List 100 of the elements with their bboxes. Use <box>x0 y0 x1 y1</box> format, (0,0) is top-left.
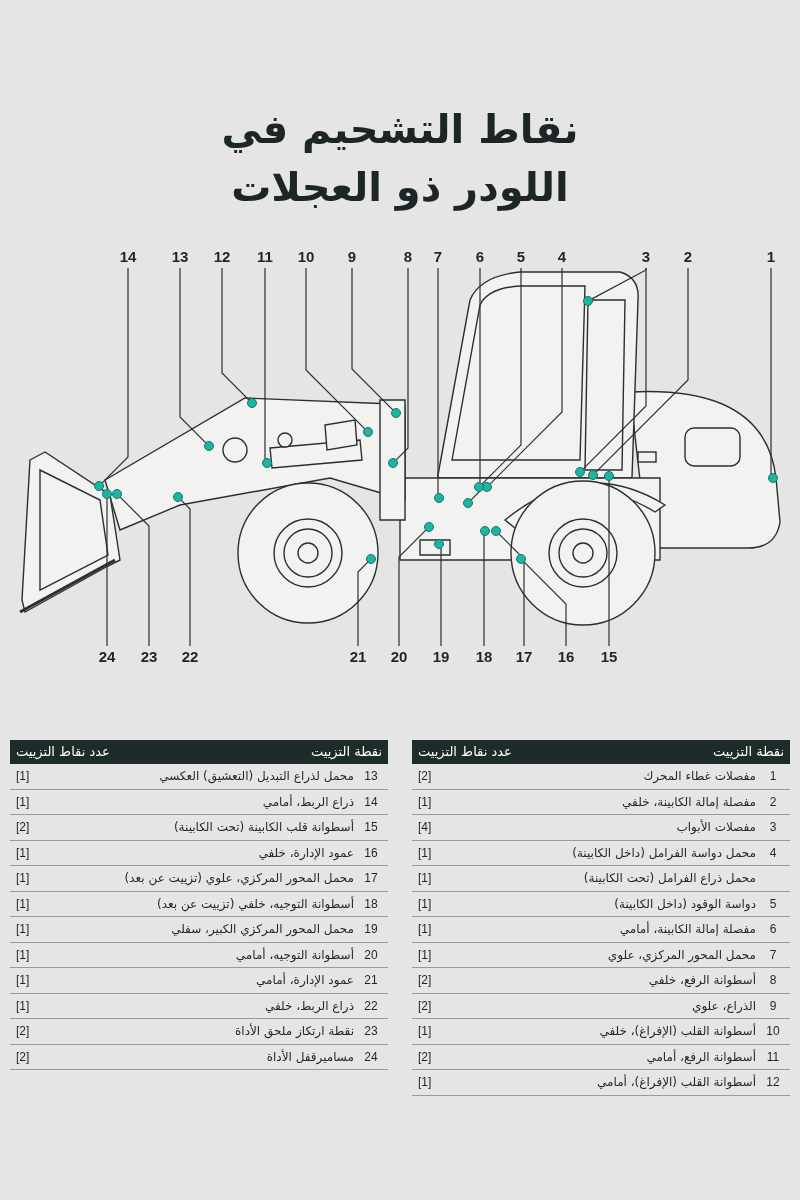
lubrication-point <box>604 471 614 481</box>
lubrication-point <box>366 554 376 564</box>
point-name: أسطوانة القلب (الإفراغ)، خلفي <box>598 1024 756 1039</box>
leader-line <box>101 267 129 484</box>
point-count: [2] <box>15 1049 31 1064</box>
lubrication-point <box>388 458 398 468</box>
point-number: 4 <box>768 845 778 860</box>
point-name: مفصلات غطاء المحرك <box>642 769 756 784</box>
callout-number: 17 <box>509 647 539 667</box>
lubrication-point <box>463 498 473 508</box>
point-name: محمل المحور المركزي، علوي (تزييت عن بعد) <box>123 871 354 886</box>
point-name: نقطة ارتكاز ملحق الأداة <box>234 1024 354 1039</box>
point-name: أسطوانة الرفع، أمامي <box>645 1049 756 1064</box>
point-count: [1] <box>417 1024 433 1039</box>
lubrication-point <box>94 481 104 491</box>
lubrication-point <box>482 482 492 492</box>
lubrication-point <box>474 482 484 492</box>
leader-line <box>351 267 394 411</box>
point-name: محمل لذراع التبديل (التعشيق) العكسي <box>158 769 354 784</box>
callout-number: 6 <box>465 247 495 267</box>
point-number: 10 <box>765 1024 781 1039</box>
point-name: أسطوانة التوجيه، أمامي <box>234 947 354 962</box>
lubrication-point <box>204 441 214 451</box>
column-header: عدد نقاط التزييت <box>418 743 512 761</box>
point-count: [2] <box>417 769 433 784</box>
leader-line <box>357 561 369 647</box>
callout-number: 10 <box>291 247 321 267</box>
callout-number: 12 <box>207 247 237 267</box>
callout-number: 20 <box>384 647 414 667</box>
point-name: ذراع الربط، أمامي <box>261 794 354 809</box>
point-name: أسطوانة التوجيه، خلفي (تزييت عن بعد) <box>155 896 354 911</box>
point-name: عمود الإدارة، أمامي <box>255 973 354 988</box>
point-name: مفصلات الأبواب <box>675 820 756 835</box>
callout-number: 9 <box>337 247 367 267</box>
column-header: نقطة التزييت <box>713 743 784 761</box>
point-count: [2] <box>15 1024 31 1039</box>
point-number: 8 <box>768 973 778 988</box>
lubrication-point <box>102 489 112 499</box>
callout-number: 8 <box>393 247 423 267</box>
callout-number: 22 <box>175 647 205 667</box>
point-count: [2] <box>417 1049 433 1064</box>
callout-number: 21 <box>343 647 373 667</box>
lubrication-point <box>768 473 778 483</box>
column-header: عدد نقاط التزييت <box>16 743 110 761</box>
leader-line <box>481 267 522 485</box>
callout-number: 23 <box>134 647 164 667</box>
point-count: [2] <box>417 973 433 988</box>
leader-line <box>595 267 689 473</box>
point-number: 3 <box>768 820 778 835</box>
point-name: الذراع، علوي <box>691 998 756 1013</box>
point-count: [1] <box>417 871 433 886</box>
point-name: أسطوانة قلب الكابينة (تحت الكابينة) <box>172 820 354 835</box>
point-number: 20 <box>363 947 379 962</box>
callout-number: 24 <box>92 647 122 667</box>
lubrication-point <box>480 526 490 536</box>
lubrication-point <box>434 539 444 549</box>
callout-number: 15 <box>594 647 624 667</box>
lubrication-point <box>575 467 585 477</box>
point-number: 7 <box>768 947 778 962</box>
callout-number: 1 <box>756 247 786 267</box>
callout-number: 11 <box>250 247 280 267</box>
point-count: [1] <box>15 845 31 860</box>
point-name: مفصلة إمالة الكابينة، خلفي <box>621 794 756 809</box>
callout-number: 13 <box>165 247 195 267</box>
point-name: محمل المحور المركزي، علوي <box>606 947 756 962</box>
point-number: 21 <box>363 973 379 988</box>
leader-line <box>582 267 647 470</box>
leader-line <box>498 533 525 647</box>
callout-number: 4 <box>547 247 577 267</box>
point-count: [1] <box>417 845 433 860</box>
point-count: [4] <box>417 820 433 835</box>
lubrication-point <box>424 522 434 532</box>
point-count: [2] <box>417 998 433 1013</box>
point-name: أسطوانة الرفع، خلفي <box>647 973 756 988</box>
point-number: 1 <box>768 769 778 784</box>
point-name: دواسة الوقود (داخل الكابينة) <box>613 896 756 911</box>
point-count: [1] <box>15 998 31 1013</box>
title: نقاط التشحيم في اللودر ذو العجلات <box>220 105 580 213</box>
leader-line <box>523 561 567 647</box>
point-name: ذراع الربط، خلفي <box>264 998 354 1013</box>
point-count: [1] <box>417 922 433 937</box>
leader-line <box>221 267 250 401</box>
lubrication-point <box>247 398 257 408</box>
callout-number: 16 <box>551 647 581 667</box>
lubrication-point <box>434 493 444 503</box>
point-count: [1] <box>15 896 31 911</box>
point-count: [1] <box>15 871 31 886</box>
callout-number: 7 <box>423 247 453 267</box>
point-number: 19 <box>363 922 379 937</box>
lubrication-point <box>491 526 501 536</box>
point-count: [1] <box>417 947 433 962</box>
lubrication-point <box>112 489 122 499</box>
point-name: عمود الإدارة، خلفي <box>257 845 354 860</box>
point-count: [1] <box>417 1075 433 1090</box>
point-number: 14 <box>363 794 379 809</box>
point-count: [1] <box>417 896 433 911</box>
point-name: محمل ذراع الفرامل (تحت الكابينة) <box>582 871 756 886</box>
point-name: محمل دواسة الفرامل (داخل الكابينة) <box>571 845 756 860</box>
lubrication-point <box>363 427 373 437</box>
lubrication-point <box>516 554 526 564</box>
